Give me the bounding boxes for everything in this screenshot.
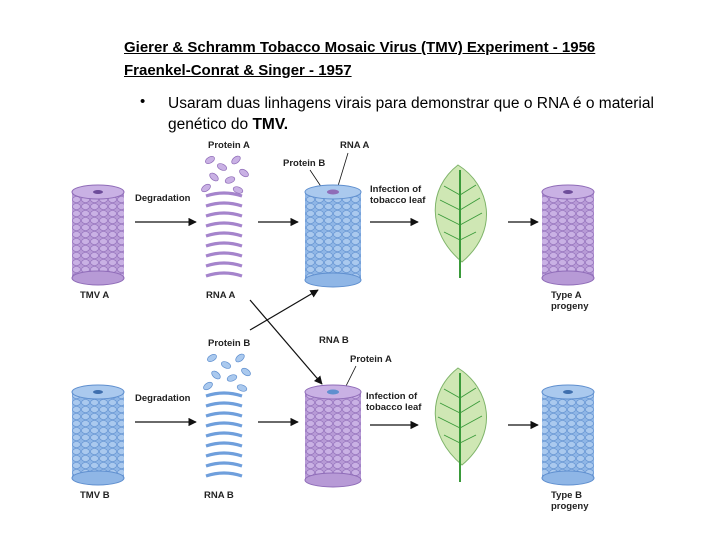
bullet-text: Usaram duas linhagens virais para demons… — [168, 93, 688, 135]
protein-b-subunits — [203, 353, 251, 392]
leader-protein-a — [345, 365, 357, 387]
hybrid-virus-bottom — [304, 384, 362, 488]
label-infection-top-2: tobacco leaf — [370, 195, 426, 206]
label-protein-a-bottom: Protein A — [350, 354, 392, 365]
tmv-a-cylinder — [71, 184, 125, 286]
leader-protein-b — [309, 169, 323, 189]
arrow-cross-rna-b — [249, 289, 319, 331]
hybrid-virus-top — [304, 184, 362, 288]
tobacco-leaf-bottom-icon — [434, 367, 487, 482]
rna-a-coil — [205, 191, 243, 278]
title-gierer-schramm: Gierer & Schramm Tobacco Mosaic Virus (T… — [124, 39, 596, 56]
label-progeny-a: progeny — [551, 301, 589, 312]
bullet-marker: • — [140, 93, 146, 110]
type-a-progeny-cylinder — [541, 184, 595, 286]
arrow-cross-rna-a — [249, 299, 323, 385]
label-rna-a-top: RNA A — [206, 290, 236, 301]
label-rna-b-bottom: RNA B — [204, 490, 234, 501]
label-type-b: Type B — [551, 490, 582, 501]
label-protein-a-top: Protein A — [208, 140, 250, 151]
bullet-text-emphasis: TMV. — [252, 116, 289, 133]
rna-b-coil — [205, 391, 243, 478]
label-rna-a-hybrid: RNA A — [340, 140, 370, 151]
label-infection-bottom-2: tobacco leaf — [366, 402, 422, 413]
leader-rna-a — [337, 152, 349, 187]
label-protein-b-bottom: Protein B — [208, 338, 250, 349]
label-protein-b-top: Protein B — [283, 158, 325, 169]
label-tmv-b: TMV B — [80, 490, 110, 501]
label-tmv-a: TMV A — [80, 290, 109, 301]
label-progeny-b: progeny — [551, 501, 589, 512]
title-fraenkel-conrat: Fraenkel-Conrat & Singer - 1957 — [124, 62, 352, 79]
label-type-a: Type A — [551, 290, 582, 301]
label-degradation-top: Degradation — [135, 193, 191, 204]
tobacco-leaf-top-icon — [434, 164, 487, 278]
label-degradation-bottom: Degradation — [135, 393, 191, 404]
bullet-text-main: Usaram duas linhagens virais para demons… — [168, 95, 654, 133]
tmv-b-cylinder — [71, 384, 125, 486]
label-infection-top-1: Infection of — [370, 184, 422, 195]
type-b-progeny-cylinder — [541, 384, 595, 486]
label-rna-b-hybrid: RNA B — [319, 335, 349, 346]
label-infection-bottom-1: Infection of — [366, 391, 418, 402]
protein-a-subunits — [201, 155, 249, 194]
